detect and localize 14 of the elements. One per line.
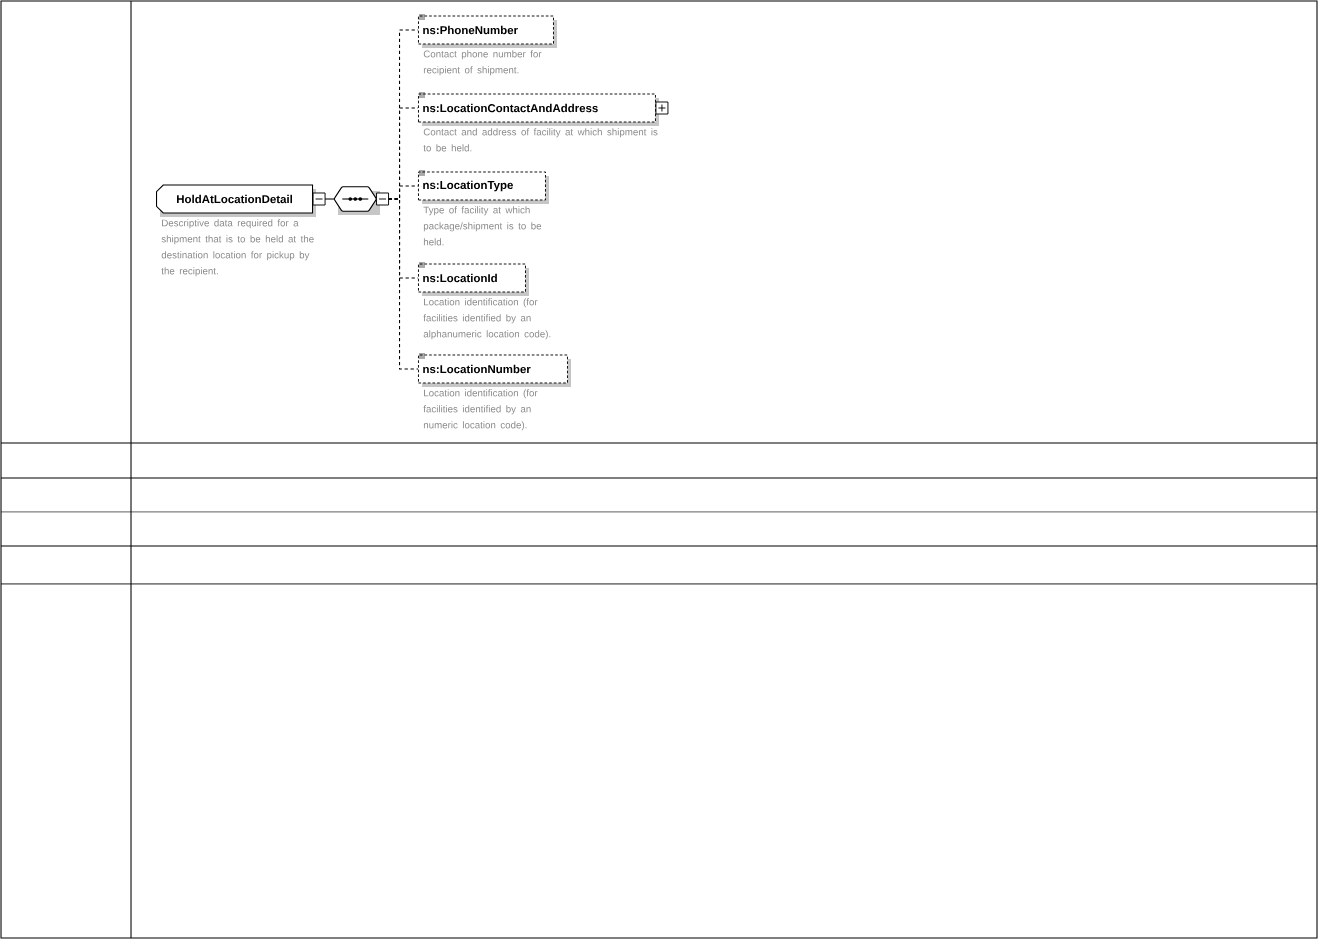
element-box: ns:LocationId — [418, 263, 526, 293]
element-box: ns:PhoneNumber — [418, 15, 554, 45]
description-text: Contact and address of facility at which shipment is to be held. — [423, 128, 658, 152]
description-text: Location identification (for facilities identified by an numeric location code). — [423, 389, 538, 431]
root-element-box: HoldAtLocationDetail — [156, 184, 314, 214]
element-box: ns:LocationType — [418, 171, 546, 201]
element-box: ns:LocationNumber — [418, 354, 568, 384]
connector-line — [388, 198, 419, 370]
description-text: Location identification (for facilities identified by an alphanumeric location code). — [423, 298, 551, 340]
description-text: Descriptive data required for a shipment that is to be held at the destination location for pickup by the recipient. — [161, 219, 314, 277]
description-text: Contact phone number for recipient of shipment. — [423, 50, 542, 76]
element-box: ns:LocationContactAndAddress — [418, 93, 656, 123]
connector-line — [324, 198, 335, 200]
description-text: Type of facility at which package/shipment is to be held. — [423, 206, 542, 246]
